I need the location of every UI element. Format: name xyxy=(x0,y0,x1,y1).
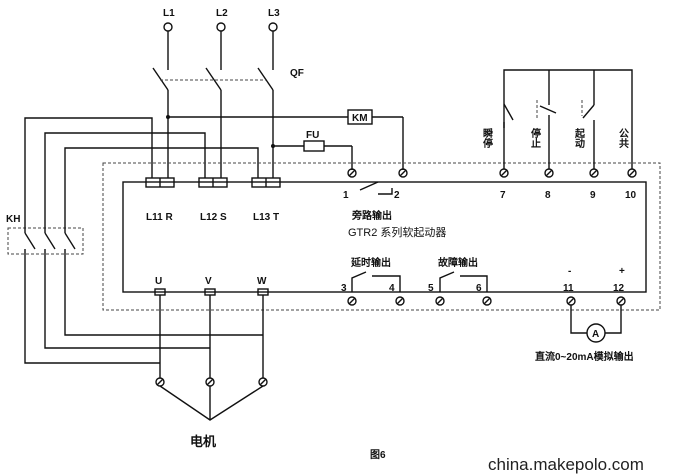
starter-inputs: L11 R L12 S L13 T xyxy=(145,177,281,223)
thermal-relay-label: KH xyxy=(6,214,20,225)
control-switches: 瞬停 停止 起动 公共 xyxy=(481,69,633,169)
terminal-4: 4 xyxy=(389,283,395,294)
terminal-3: 3 xyxy=(341,283,347,294)
supply-terminal-l2 xyxy=(216,22,226,32)
contactor-label: KM xyxy=(352,113,368,124)
fuse-label: FU xyxy=(306,130,319,141)
analog-output: - + 11 12 A 直流0~20mA模拟输出 xyxy=(535,266,634,363)
label-instant-stop: 瞬停 xyxy=(481,127,493,149)
analog-minus: - xyxy=(568,266,571,277)
breaker-label: QF xyxy=(290,68,304,79)
analog-plus: + xyxy=(619,266,625,277)
terminal-11: 11 xyxy=(563,283,574,294)
watermark: china.makepolo.com xyxy=(488,455,644,474)
terminal-9: 9 xyxy=(590,190,596,201)
terminal-2: 2 xyxy=(394,190,400,201)
label-stop: 停止 xyxy=(529,127,541,148)
label-common: 公共 xyxy=(617,128,629,149)
ammeter xyxy=(586,323,606,343)
starter-panel xyxy=(102,162,661,311)
terminal-10: 10 xyxy=(625,190,637,201)
output-terminal-u: U xyxy=(155,276,162,287)
fuse-body xyxy=(303,140,325,152)
figure-label: 图6 xyxy=(370,449,386,461)
phase-label-l2: L2 xyxy=(216,8,228,19)
supply-terminal-l1 xyxy=(163,22,173,32)
output-terminal-v: V xyxy=(205,276,212,287)
motor-label: 电机 xyxy=(190,434,216,449)
supply-phases: L1 L2 L3 xyxy=(163,8,280,70)
output-terminal-w: W xyxy=(257,276,267,287)
fault-output-label: 故障输出 xyxy=(438,256,478,269)
terminal-12: 12 xyxy=(613,283,625,294)
fuse-fu: FU xyxy=(271,130,353,170)
breaker-qf: QF xyxy=(152,67,304,178)
thermal-relay-kh: KH xyxy=(6,117,263,364)
bypass-output-label: 旁路输出 xyxy=(351,209,392,222)
input-terminal-r: L11 R xyxy=(146,212,173,223)
starter-outputs: U V W xyxy=(154,276,269,421)
input-terminal-s: L12 S xyxy=(200,212,227,223)
terminal-7: 7 xyxy=(500,190,506,201)
starter-box xyxy=(122,181,647,293)
terminal-5: 5 xyxy=(428,283,434,294)
input-terminal-t: L13 T xyxy=(253,212,279,223)
relay-outputs: 延时输出 故障输出 3 4 5 6 xyxy=(341,256,492,306)
contactor-km: KM xyxy=(166,109,404,170)
ammeter-label: A xyxy=(592,329,599,340)
label-start: 起动 xyxy=(573,127,586,149)
terminal-1: 1 xyxy=(343,190,349,201)
phase-label-l3: L3 xyxy=(268,8,280,19)
phase-label-l1: L1 xyxy=(163,8,175,19)
supply-terminal-l3 xyxy=(268,22,278,32)
terminal-6: 6 xyxy=(476,283,482,294)
analog-output-label: 直流0~20mA模拟输出 xyxy=(535,350,634,363)
top-terminals: 1 2 7 8 9 10 旁路输出 xyxy=(343,168,637,222)
starter-title: GTR2 系列软起动器 xyxy=(348,225,446,239)
delay-output-label: 延时输出 xyxy=(350,256,391,269)
terminal-8: 8 xyxy=(545,190,551,201)
